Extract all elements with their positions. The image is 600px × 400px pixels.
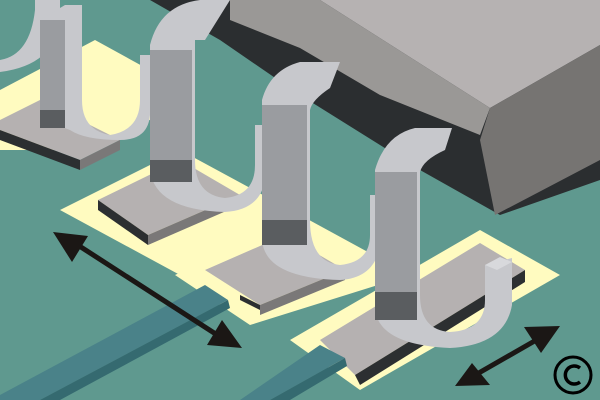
lead-5 [375, 128, 512, 348]
trace-right [240, 345, 347, 400]
lead-2 [40, 5, 150, 140]
component-body [230, 0, 600, 215]
lead-4 [262, 62, 380, 280]
lead-3 [150, 0, 265, 212]
copyright-icon [553, 355, 593, 395]
dimension-arrow-length [53, 232, 242, 348]
trace-left [0, 285, 230, 400]
dimension-arrow-width [455, 326, 560, 386]
